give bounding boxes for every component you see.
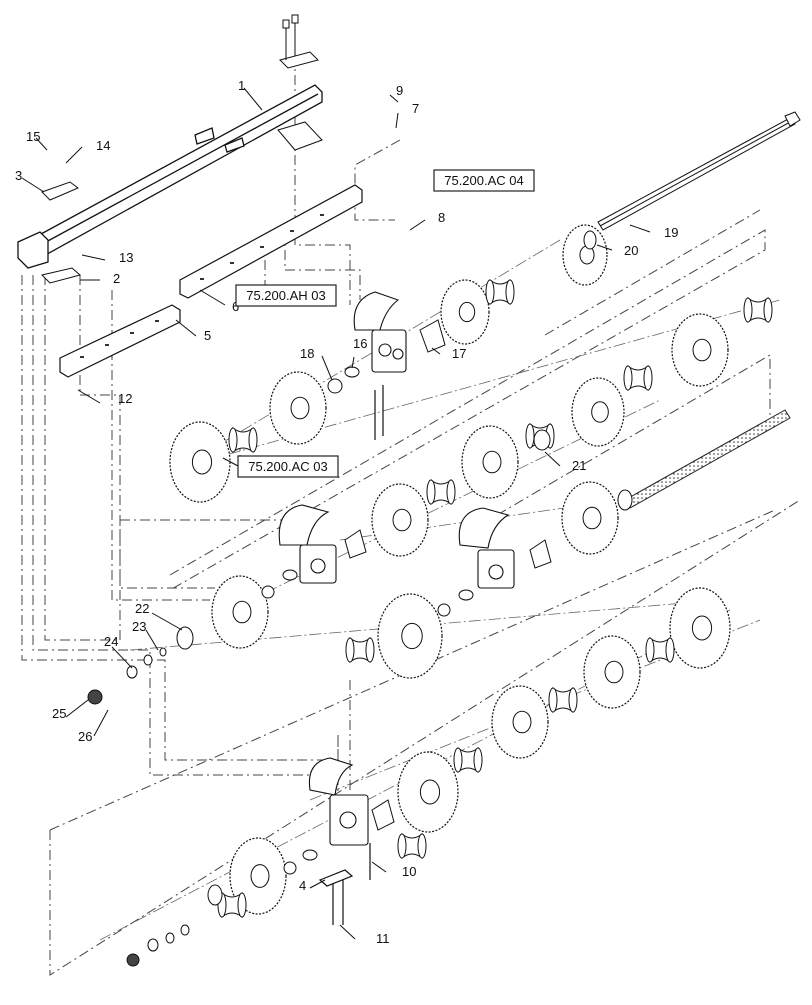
callout-12[interactable]: 12 bbox=[118, 391, 132, 406]
main-frame-bar bbox=[17, 84, 323, 269]
disc-blade bbox=[571, 377, 625, 447]
spool-flange bbox=[665, 637, 675, 663]
disc-blade bbox=[169, 421, 231, 503]
reference-label: 75.200.AC 04 bbox=[444, 173, 524, 188]
spool-flange bbox=[453, 747, 463, 773]
disc-blade bbox=[561, 481, 619, 555]
end-hardware bbox=[87, 230, 633, 967]
callout-1[interactable]: 1 bbox=[238, 78, 245, 93]
disc-hub bbox=[591, 401, 609, 423]
spool-flange bbox=[505, 279, 515, 305]
disc-blades bbox=[169, 224, 731, 915]
reference-label: 75.200.AC 03 bbox=[248, 459, 328, 474]
disc-hub bbox=[250, 864, 270, 888]
reference-label: 75.200.AH 03 bbox=[246, 288, 326, 303]
disc-hub bbox=[290, 396, 310, 420]
callout-4[interactable]: 4 bbox=[299, 878, 306, 893]
spool-flange bbox=[473, 747, 483, 773]
callout-17[interactable]: 17 bbox=[452, 346, 466, 361]
callout-10[interactable]: 10 bbox=[402, 864, 416, 879]
spool-flange bbox=[228, 427, 238, 453]
spool-flange bbox=[548, 687, 558, 713]
spool-flange bbox=[743, 297, 753, 323]
disc-hub bbox=[604, 660, 624, 684]
spool-flange bbox=[568, 687, 578, 713]
leader-lines bbox=[21, 87, 651, 940]
callout-3[interactable]: 3 bbox=[15, 168, 22, 183]
callout-22[interactable]: 22 bbox=[135, 601, 149, 616]
reference-box-ac03[interactable]: 75.200.AC 03 bbox=[237, 455, 339, 478]
mount-bars bbox=[59, 184, 363, 378]
callout-14[interactable]: 14 bbox=[96, 138, 110, 153]
disc-hub bbox=[419, 779, 441, 805]
spool-flange bbox=[365, 637, 375, 663]
callout-21[interactable]: 21 bbox=[572, 458, 586, 473]
disc-blade bbox=[269, 371, 327, 445]
callout-5[interactable]: 5 bbox=[204, 328, 211, 343]
top-bolt-assembly bbox=[277, 14, 323, 151]
callout-7[interactable]: 7 bbox=[412, 101, 419, 116]
brackets bbox=[41, 181, 82, 284]
spool-flange bbox=[345, 637, 355, 663]
callout-15[interactable]: 15 bbox=[26, 129, 40, 144]
callout-18[interactable]: 18 bbox=[300, 346, 314, 361]
disc-hub bbox=[482, 450, 502, 474]
disc-hub bbox=[392, 508, 412, 532]
callout-23[interactable]: 23 bbox=[132, 619, 146, 634]
disc-hub bbox=[582, 506, 602, 530]
disc-hub bbox=[691, 615, 713, 641]
disc-hub bbox=[191, 449, 213, 475]
disc-blade bbox=[371, 483, 429, 557]
spool-flange bbox=[417, 833, 427, 859]
disc-blade bbox=[461, 425, 519, 499]
spool-flange bbox=[643, 365, 653, 391]
reference-box-ac04[interactable]: 75.200.AC 04 bbox=[433, 169, 535, 192]
callout-13[interactable]: 13 bbox=[119, 250, 133, 265]
callout-8[interactable]: 8 bbox=[438, 210, 445, 225]
disc-hub bbox=[512, 710, 532, 734]
spool-flange bbox=[397, 833, 407, 859]
disc-blade bbox=[211, 575, 269, 649]
callout-26[interactable]: 26 bbox=[78, 729, 92, 744]
spool-flange bbox=[426, 479, 436, 505]
spool-flange bbox=[485, 279, 495, 305]
callout-2[interactable]: 2 bbox=[113, 271, 120, 286]
spool-flange bbox=[237, 892, 247, 918]
disc-hub bbox=[692, 338, 712, 362]
callout-20[interactable]: 20 bbox=[624, 243, 638, 258]
spool-flange bbox=[446, 479, 456, 505]
spool-flange bbox=[248, 427, 258, 453]
disc-blade bbox=[397, 751, 459, 833]
disc-blade bbox=[583, 635, 641, 709]
spool-flange bbox=[645, 637, 655, 663]
disc-blade bbox=[669, 587, 731, 669]
callout-19[interactable]: 19 bbox=[664, 225, 678, 240]
disc-blade bbox=[440, 279, 490, 345]
callout-16[interactable]: 16 bbox=[353, 336, 367, 351]
callout-24[interactable]: 24 bbox=[104, 634, 118, 649]
disc-hub bbox=[232, 600, 252, 624]
disc-hub bbox=[401, 622, 423, 650]
reference-box-ah03[interactable]: 75.200.AH 03 bbox=[235, 284, 337, 307]
bearing-hangers bbox=[278, 291, 515, 846]
disc-blade bbox=[671, 313, 729, 387]
square-shaft bbox=[597, 111, 801, 231]
callout-9[interactable]: 9 bbox=[396, 83, 403, 98]
spool-flange bbox=[763, 297, 773, 323]
callout-11[interactable]: 11 bbox=[376, 931, 390, 946]
tapered-collars bbox=[344, 319, 552, 831]
threaded-shaft bbox=[624, 409, 791, 509]
spacer-spools bbox=[217, 278, 773, 919]
callout-labels: 1234567891011121314151617181920212223242… bbox=[15, 78, 678, 946]
bar-slots bbox=[80, 214, 324, 358]
disc-blade bbox=[491, 685, 549, 759]
disc-blade bbox=[377, 593, 443, 679]
spool-flange bbox=[623, 365, 633, 391]
hanger-bolts bbox=[318, 385, 384, 925]
disc-hub bbox=[458, 301, 476, 323]
spool-flange bbox=[525, 423, 535, 449]
callout-25[interactable]: 25 bbox=[52, 706, 66, 721]
